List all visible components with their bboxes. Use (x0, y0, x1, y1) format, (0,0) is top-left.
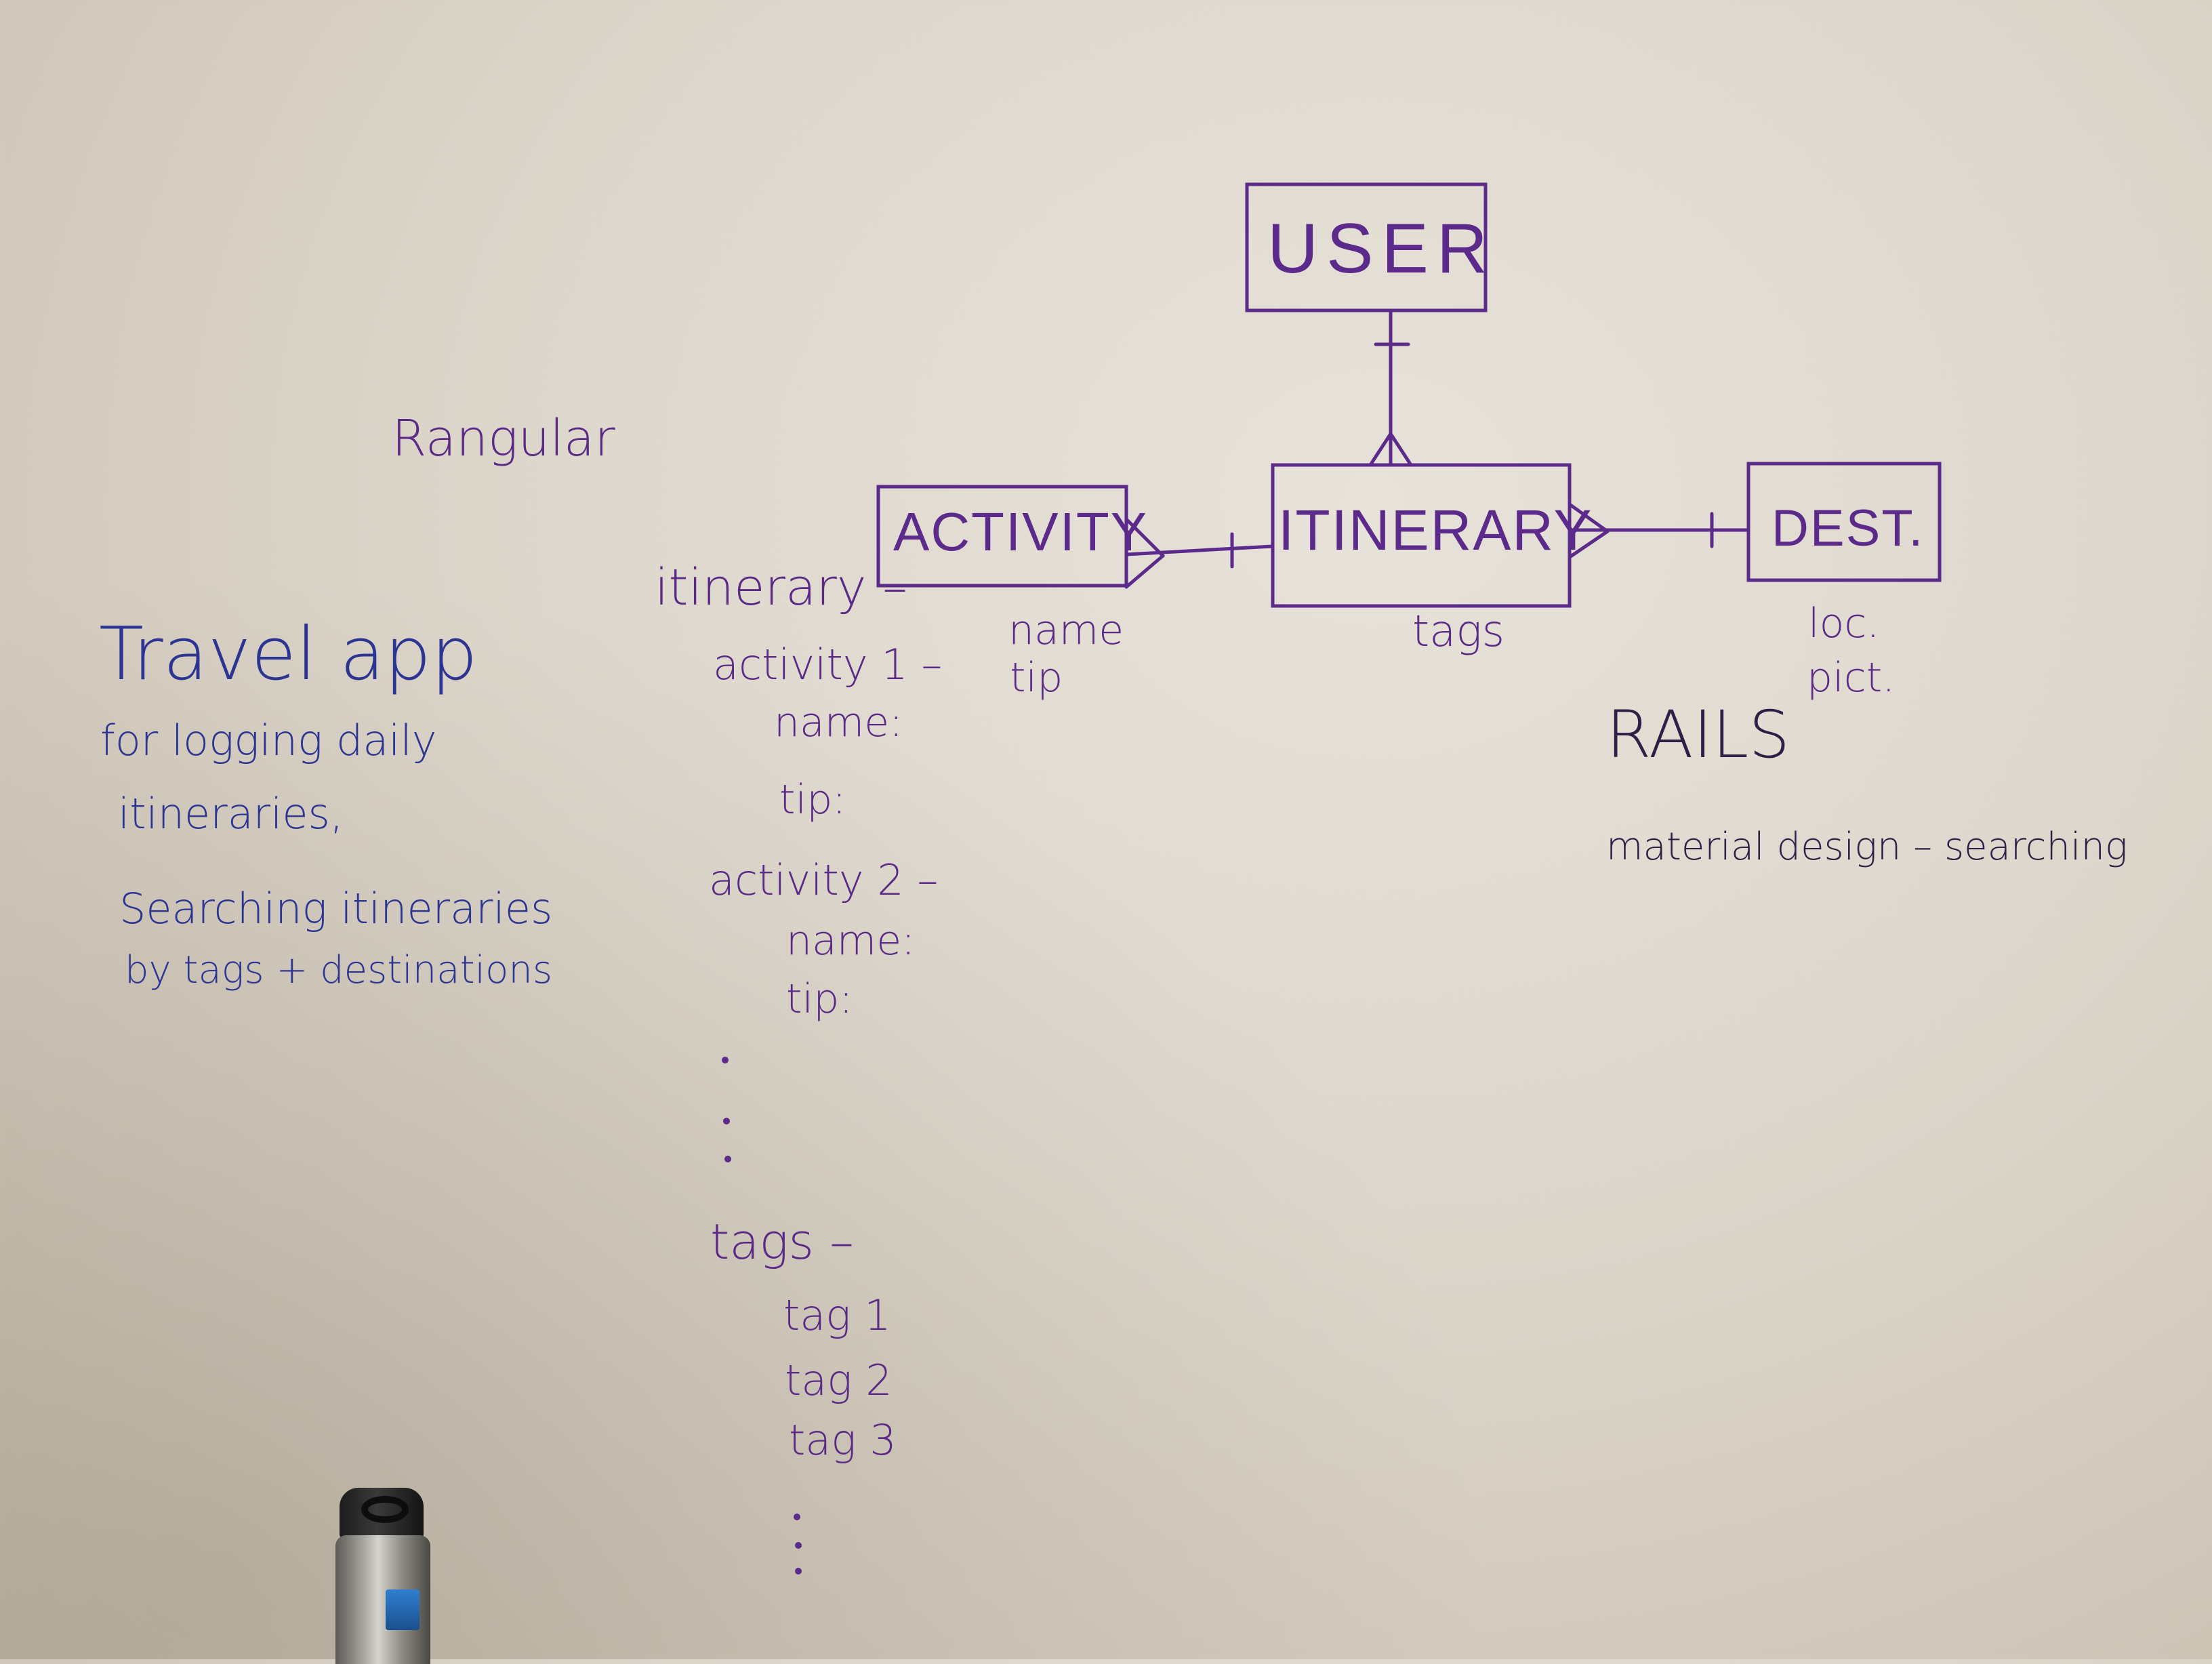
water-bottle (335, 1488, 430, 1664)
itinerary-destination-relationship (1568, 502, 1750, 559)
description-line-1: for logging daily (100, 716, 437, 765)
activity-attr-name: name (1008, 607, 1124, 654)
description-line-4: by tags + destinations (125, 948, 553, 992)
activity-attr-tip: tip (1010, 654, 1063, 702)
itinerary-attr-tags: tags (1412, 607, 1505, 657)
user-itinerary-relationship (1368, 310, 1413, 467)
outline-tag-2: tag 2 (785, 1356, 893, 1405)
destination-entity-box (1746, 462, 1942, 582)
bottle-cap-loop (361, 1496, 409, 1523)
activity-entity-label: ACTIVITY (893, 502, 1149, 562)
outline-tag-3: tag 3 (789, 1415, 897, 1465)
outline-activity-1-name: name: (774, 699, 903, 746)
outline-tag-1: tag 1 (783, 1291, 891, 1340)
outline-itinerary: itinerary – (655, 559, 908, 617)
destination-attr-loc: loc. (1808, 600, 1880, 647)
stack-note: RAILS (1606, 697, 1790, 773)
destination-entity-label: DEST. (1771, 500, 1925, 557)
ellipsis-dots (722, 1057, 802, 1575)
activity-itinerary-relationship (1124, 517, 1275, 589)
app-title: Travel app (99, 612, 478, 697)
bottle-cap (340, 1488, 424, 1541)
outline-activity-2: activity 2 – (709, 855, 939, 905)
design-note: material design – searching (1606, 825, 2128, 869)
destination-attr-pict: pict. (1807, 654, 1896, 702)
description-line-2: itineraries, (118, 789, 344, 838)
outline-activity-2-tip: tip: (786, 975, 853, 1023)
description-line-3: Searching itineraries (119, 884, 553, 933)
user-entity-box (1245, 182, 1488, 312)
outline-activity-1: activity 1 – (713, 640, 943, 689)
outline-tags: tags – (710, 1213, 854, 1270)
outline-activity-1-tip: tip: (779, 776, 846, 824)
outline-activity-2-name: name: (786, 917, 916, 965)
user-entity-label: USER (1267, 209, 1496, 288)
itinerary-entity-box (1271, 463, 1572, 608)
framework-note: Rangular (392, 409, 615, 468)
itinerary-entity-label: ITINERARY (1278, 498, 1593, 562)
activity-entity-box (876, 485, 1128, 588)
bottle-label (386, 1589, 419, 1630)
